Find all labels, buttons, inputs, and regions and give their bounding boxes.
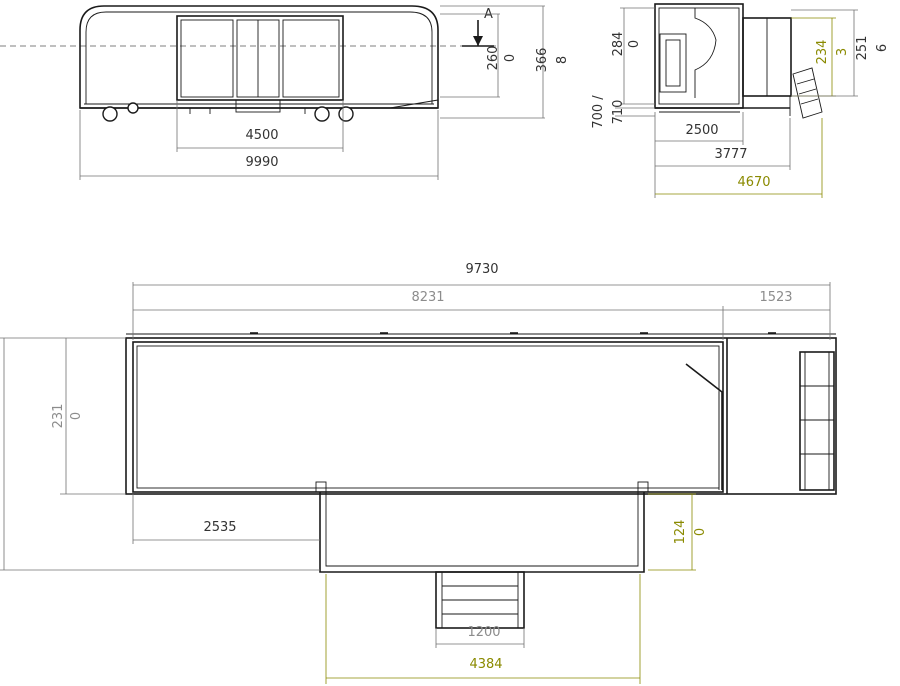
end-ext-height-line2: 3 xyxy=(835,48,850,56)
plan-view: 9730 8231 1523 231 0 2535 124 0 1200 438… xyxy=(0,262,837,684)
plan-partition xyxy=(685,363,723,490)
end-overall-width-label: 3777 xyxy=(714,147,747,162)
plan-ext-depth-line2: 0 xyxy=(693,528,708,536)
side-inner-outline xyxy=(85,11,433,104)
end-overall-height-line2: 6 xyxy=(875,44,890,52)
end-view: 284 0 700 / 710 2500 3777 4670 234 3 251… xyxy=(591,3,890,198)
end-floor-line1: 700 / xyxy=(591,95,606,129)
plan-ext-depth-line1: 124 xyxy=(673,520,688,545)
end-ext-height-line1: 234 xyxy=(815,40,830,65)
side-view: A 260 0 366 8 4500 9990 xyxy=(0,5,570,180)
plan-width-line2: 0 xyxy=(69,412,84,420)
plan-ext-width-label: 4384 xyxy=(469,657,502,672)
side-stair xyxy=(235,99,281,113)
end-stairs-width-label: 4670 xyxy=(737,175,770,190)
side-window-left xyxy=(180,19,234,98)
side-tow-hitch xyxy=(350,99,439,109)
end-height-line1: 284 xyxy=(611,32,626,57)
side-height-line1: 260 xyxy=(486,46,501,71)
side-door-label: 4500 xyxy=(245,128,278,143)
side-window-right xyxy=(282,19,340,98)
end-floor-line2: 710 xyxy=(611,100,626,125)
side-total-height-line1: 366 xyxy=(535,48,550,73)
plan-width-line1: 231 xyxy=(51,404,66,429)
end-body-width-label: 2500 xyxy=(685,123,718,138)
plan-total-length-label: 9730 xyxy=(465,262,498,277)
side-wheel-rear-1 xyxy=(314,106,330,122)
plan-stair-width-label: 1200 xyxy=(467,625,500,640)
side-jockey-wheel xyxy=(127,102,139,114)
end-stairs xyxy=(792,67,823,119)
end-height-line2: 0 xyxy=(627,40,642,48)
plan-rear-stairs xyxy=(799,351,835,491)
side-body-outline xyxy=(79,5,439,109)
end-door-curve xyxy=(694,8,717,98)
plan-offset-label: 2535 xyxy=(203,520,236,535)
end-interior-panel xyxy=(659,33,687,93)
plan-main-length-label: 8231 xyxy=(411,290,444,305)
section-label: A xyxy=(484,7,493,22)
plan-main-room xyxy=(132,341,724,493)
side-height-line2: 0 xyxy=(503,54,518,62)
end-overall-height-line1: 251 xyxy=(855,36,870,61)
plan-body-outline xyxy=(125,337,837,495)
side-wheel-rear-2 xyxy=(338,106,354,122)
plan-front-stairs xyxy=(435,571,525,629)
side-slideout-frame xyxy=(176,15,344,101)
plan-rear-length-label: 1523 xyxy=(759,290,792,305)
side-total-height-line2: 8 xyxy=(555,56,570,64)
side-wheel-front xyxy=(102,106,118,122)
side-length-label: 9990 xyxy=(245,155,278,170)
plan-slideout xyxy=(319,492,645,573)
